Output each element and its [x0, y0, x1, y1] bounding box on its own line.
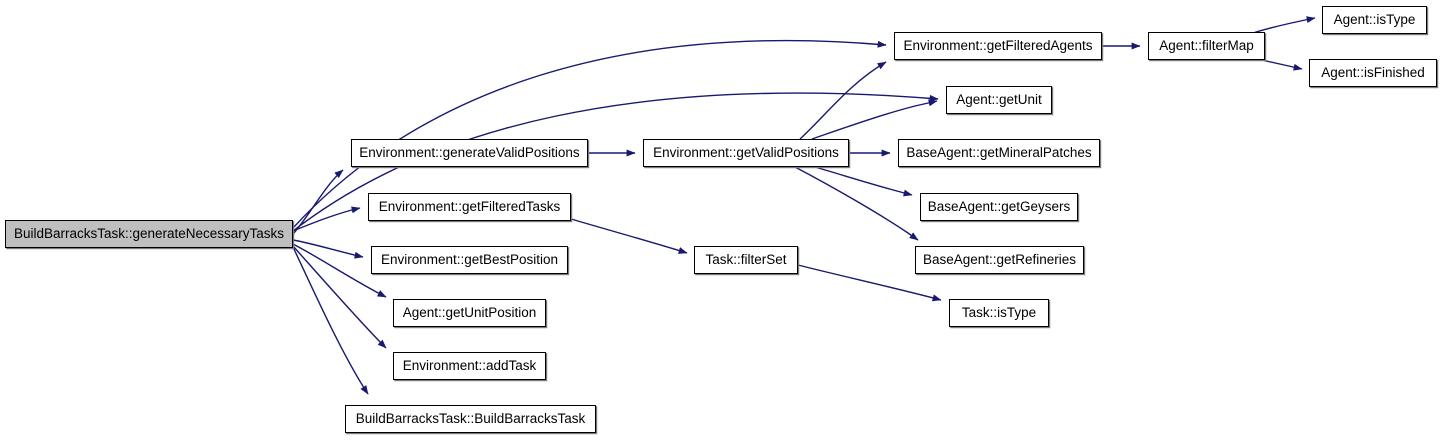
- call-edge-n7-to-n10: [811, 99, 938, 140]
- graph-node-label: BuildBarracksTask::BuildBarracksTask: [355, 411, 586, 427]
- graph-node-n17[interactable]: Agent::isFinished: [1309, 59, 1437, 87]
- graph-node-label: Task::isType: [961, 305, 1037, 321]
- graph-node-label: Task::filterSet: [705, 252, 787, 268]
- call-edge-n7-to-n9: [799, 61, 887, 140]
- call-edge-n7-to-n13: [794, 166, 919, 241]
- graph-node-label: Agent::getUnit: [956, 92, 1042, 108]
- graph-node-n12[interactable]: BaseAgent::getGeysers: [920, 193, 1078, 221]
- graph-node-label: Environment::getValidPositions: [653, 145, 839, 161]
- graph-node-n8[interactable]: Task::filterSet: [694, 246, 798, 274]
- call-edge-n0-to-n1: [292, 169, 344, 235]
- graph-node-label: Environment::addTask: [402, 358, 537, 374]
- graph-node-n0[interactable]: BuildBarracksTask::generateNecessaryTask…: [5, 220, 293, 248]
- call-edge-n2-to-n8: [570, 218, 688, 254]
- graph-node-label: BuildBarracksTask::generateNecessaryTask…: [13, 226, 285, 242]
- graph-node-label: Agent::isFinished: [1321, 65, 1425, 81]
- call-edge-n0-to-n10: [292, 92, 939, 232]
- graph-node-label: BaseAgent::getMineralPatches: [906, 145, 1092, 161]
- graph-node-n11[interactable]: BaseAgent::getMineralPatches: [898, 139, 1100, 167]
- call-edge-n0-to-n3: [292, 239, 364, 259]
- graph-node-n2[interactable]: Environment::getFilteredTasks: [368, 193, 571, 221]
- graph-node-label: BaseAgent::getGeysers: [927, 199, 1071, 215]
- graph-node-n9[interactable]: Environment::getFilteredAgents: [894, 32, 1102, 60]
- graph-node-label: Agent::isType: [1333, 12, 1416, 28]
- call-edge-n0-to-n6: [292, 246, 369, 395]
- graph-node-n14[interactable]: Task::isType: [949, 299, 1049, 327]
- call-edge-n0-to-n9: [292, 39, 887, 229]
- graph-node-n3[interactable]: Environment::getBestPosition: [371, 246, 568, 274]
- call-edge-n0-to-n5: [292, 245, 387, 349]
- edges-group: [292, 16, 1316, 395]
- graph-node-label: Environment::getFilteredAgents: [903, 38, 1093, 54]
- call-edge-n7-to-n12: [814, 166, 913, 197]
- call-edge-n0-to-n4: [292, 243, 387, 298]
- graph-node-label: Agent::filterMap: [1159, 38, 1254, 54]
- call-edge-n15-to-n16: [1252, 16, 1316, 34]
- graph-node-label: BaseAgent::getRefineries: [922, 252, 1077, 268]
- graph-node-n7[interactable]: Environment::getValidPositions: [643, 139, 849, 167]
- graph-node-n1[interactable]: Environment::generateValidPositions: [351, 139, 588, 167]
- graph-node-n13[interactable]: BaseAgent::getRefineries: [915, 246, 1084, 274]
- graph-node-label: Agent::getUnitPosition: [402, 305, 537, 321]
- graph-node-label: Environment::getBestPosition: [380, 252, 559, 268]
- graph-node-label: Environment::getFilteredTasks: [378, 199, 561, 215]
- graph-node-n16[interactable]: Agent::isType: [1322, 6, 1427, 34]
- graph-node-n6[interactable]: BuildBarracksTask::BuildBarracksTask: [345, 405, 596, 433]
- call-edge-n0-to-n2: [292, 206, 361, 232]
- graph-node-n5[interactable]: Environment::addTask: [393, 352, 546, 380]
- graph-node-n10[interactable]: Agent::getUnit: [946, 86, 1052, 114]
- graph-node-n4[interactable]: Agent::getUnitPosition: [393, 299, 546, 327]
- call-edge-n8-to-n14: [797, 264, 942, 302]
- graph-node-n15[interactable]: Agent::filterMap: [1148, 32, 1265, 60]
- graph-node-label: Environment::generateValidPositions: [359, 145, 580, 161]
